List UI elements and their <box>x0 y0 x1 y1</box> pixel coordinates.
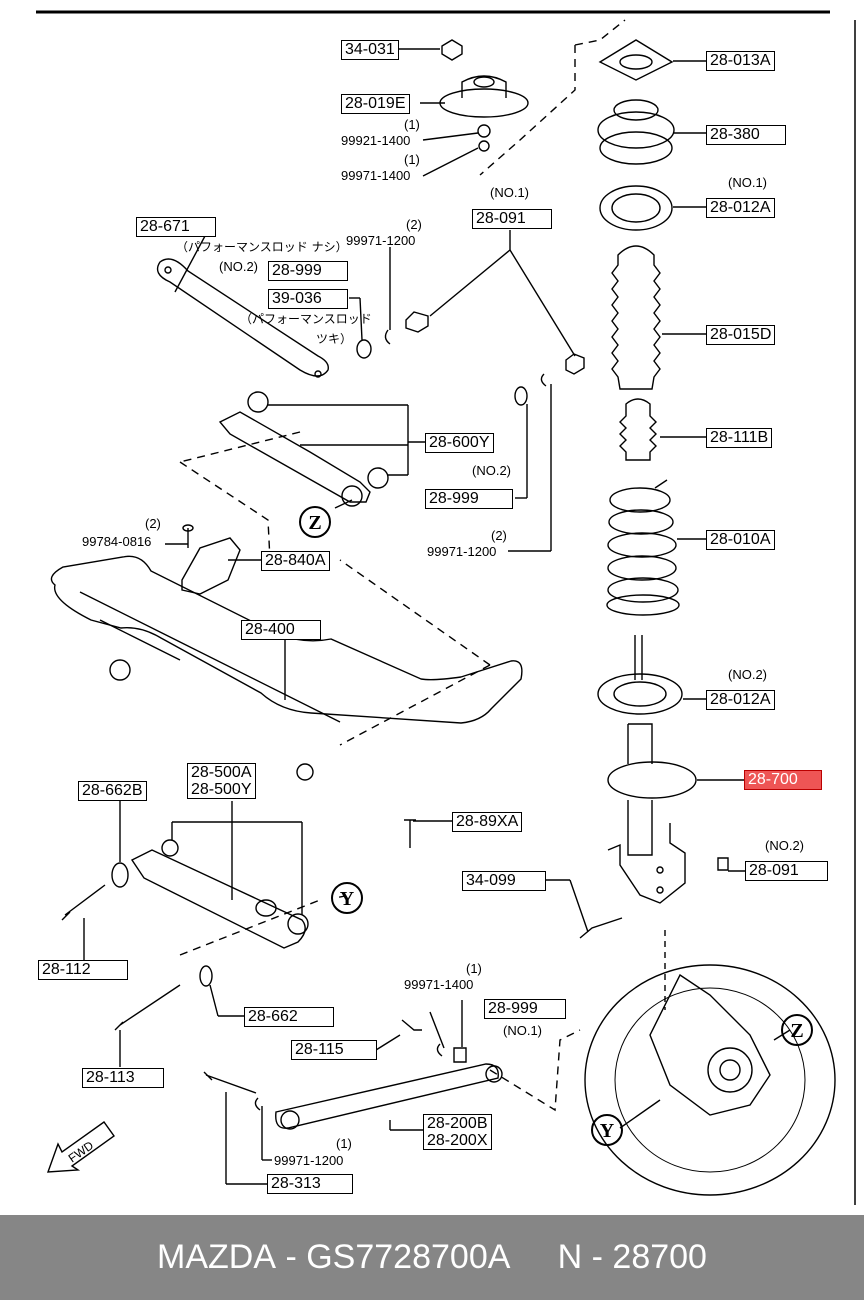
part-number-99921-1400: 99921-1400 <box>341 133 411 148</box>
variant-note: (NO.1) <box>503 1023 542 1038</box>
callout-z-1: Z <box>308 512 321 534</box>
qty-note: (2) <box>406 217 422 232</box>
part-number-99784-0816: 99784-0816 <box>82 534 152 549</box>
part-number-99971-1400: 99971-1400 <box>404 977 474 992</box>
variant-note: (NO.2) <box>472 463 511 478</box>
part-label-28-091-no2[interactable]: 28-091 <box>745 861 828 881</box>
qty-note: (1) <box>404 152 420 167</box>
part-label-28-200B: 28-200B <box>427 1115 488 1132</box>
part-label-28-999-mid[interactable]: 28-999 <box>425 489 513 509</box>
part-label-28-840A[interactable]: 28-840A <box>261 551 330 571</box>
part-label-28-662[interactable]: 28-662 <box>244 1007 334 1027</box>
part-label-34-099[interactable]: 34-099 <box>462 871 546 891</box>
part-label-28-200X: 28-200X <box>427 1132 488 1149</box>
qty-note: (1) <box>466 961 482 976</box>
callout-z-2: Z <box>790 1020 803 1042</box>
upper-mount-34-031 <box>439 39 529 152</box>
part-label-28-400[interactable]: 28-400 <box>241 620 321 640</box>
part-label-28-999-no2[interactable]: 28-999 <box>268 261 348 281</box>
part-label-28-500A: 28-500A <box>191 764 252 781</box>
callout-y-1: Y <box>340 888 355 910</box>
part-label-28-115[interactable]: 28-115 <box>291 1040 377 1060</box>
part-label-28-015D[interactable]: 28-015D <box>706 325 776 345</box>
part-number-99971-1400: 99971-1400 <box>341 168 411 183</box>
part-label-28-012A-no1[interactable]: 28-012A <box>706 198 775 218</box>
part-label-28-112[interactable]: 28-112 <box>38 960 128 980</box>
note-with-performance-rod-end: ツキ） <box>316 332 353 346</box>
note-without-performance-rod: （パフォーマンスロッド ナシ） <box>176 240 348 254</box>
footer-part-number: GS7728700A <box>306 1238 511 1276</box>
part-number-footer: MAZDA - GS7728700A N - 28700 <box>0 1215 864 1300</box>
part-number-99971-1200: 99971-1200 <box>427 544 497 559</box>
footer-code: 28700 <box>612 1238 707 1276</box>
part-label-28-111B[interactable]: 28-111B <box>706 428 773 448</box>
parts-diagram: Z Y Z Y FWD <box>36 10 856 1205</box>
variant-note: (NO.1) <box>728 175 767 190</box>
part-label-28-013A[interactable]: 28-013A <box>706 51 775 71</box>
footer-prefix: N <box>557 1238 583 1276</box>
part-number-99971-1200: 99971-1200 <box>274 1153 344 1168</box>
fwd-label: FWD <box>66 1138 97 1165</box>
footer-brand: MAZDA <box>157 1238 277 1276</box>
part-label-28-313[interactable]: 28-313 <box>267 1174 353 1194</box>
part-label-28-380[interactable]: 28-380 <box>706 125 786 145</box>
footer-separator: - <box>276 1238 307 1276</box>
part-label-28-012A-no2[interactable]: 28-012A <box>706 690 775 710</box>
part-label-39-036[interactable]: 39-036 <box>268 289 348 309</box>
qty-note: (2) <box>145 516 161 531</box>
part-label-34-031[interactable]: 34-031 <box>341 40 399 60</box>
note-with-performance-rod: （パフォーマンスロッド <box>240 312 372 326</box>
variant-note: (NO.1) <box>490 185 529 200</box>
qty-note: (1) <box>404 117 420 132</box>
part-label-28-600Y[interactable]: 28-600Y <box>425 433 494 453</box>
variant-note: (NO.2) <box>728 667 767 682</box>
qty-note: (1) <box>336 1136 352 1151</box>
part-label-28-010A[interactable]: 28-010A <box>706 530 775 550</box>
part-label-28-89XA[interactable]: 28-89XA <box>452 812 523 832</box>
variant-note: (NO.2) <box>765 838 804 853</box>
footer-separator-2: - <box>582 1238 613 1276</box>
part-label-28-671[interactable]: 28-671 <box>136 217 216 237</box>
callout-y-2: Y <box>600 1120 615 1142</box>
part-label-28-019E[interactable]: 28-019E <box>341 94 410 114</box>
footer-gap <box>510 1238 557 1277</box>
part-label-28-999-no1[interactable]: 28-999 <box>484 999 566 1019</box>
part-label-28-113[interactable]: 28-113 <box>82 1068 164 1088</box>
part-label-28-700-highlighted[interactable]: 28-700 <box>744 770 822 790</box>
variant-note: (NO.2) <box>219 259 258 274</box>
part-label-28-662B[interactable]: 28-662B <box>78 781 147 801</box>
strut-stack <box>579 39 729 939</box>
part-number-99971-1200: 99971-1200 <box>346 233 416 248</box>
qty-note: (2) <box>491 528 507 543</box>
part-label-28-091-no1[interactable]: 28-091 <box>472 209 552 229</box>
part-label-28-500Y: 28-500Y <box>191 781 252 798</box>
